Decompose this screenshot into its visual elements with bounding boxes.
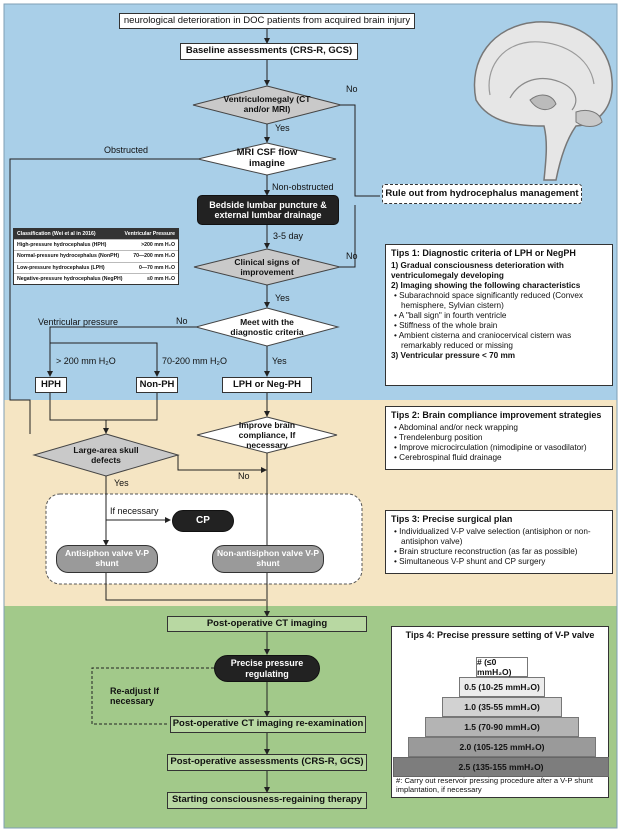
cp-node: CP <box>172 510 234 532</box>
non-antisiphon-shunt-node: Non-antisiphon valve V-P shunt <box>212 545 324 573</box>
tips-1-bullet: Ambient cisterna and craniocervical cist… <box>398 330 572 350</box>
lumbar-drainage-node: Bedside lumbar puncture & external lumba… <box>197 195 339 225</box>
tips-4-note: #: Carry out reservoir pressing procedur… <box>396 776 593 794</box>
edge-label-no-3: No <box>176 316 188 326</box>
edge-label-no-4: No <box>238 471 250 481</box>
ventriculomegaly-decision: Ventriculomegaly (CT and/or MRI) <box>223 94 311 114</box>
edge-label-yes-3: Yes <box>272 356 287 366</box>
tips-1-panel: Tips 1: Diagnostic criteria of LPH or Ne… <box>385 244 613 386</box>
precise-regulating-node: Precise pressure regulating <box>214 655 320 682</box>
edge-label-obstructed: Obstructed <box>104 145 149 155</box>
brain-icon <box>473 21 613 181</box>
start-therapy-node: Starting consciousness-regaining therapy <box>167 792 367 809</box>
table-row: High-pressure hydrocephalus (HPH) >200 mm… <box>14 239 178 250</box>
tips-4-panel: Tips 4: Precise pressure setting of V-P … <box>391 626 609 798</box>
non-ph-node: Non-PH <box>136 377 178 393</box>
post-op-ct-reexam-node: Post-operative CT imaging re-examination <box>170 716 366 733</box>
start-node: neurological deterioration in DOC patien… <box>119 13 415 29</box>
edge-label-gt200: > 200 mm H₂O <box>56 356 116 366</box>
table-cell: 70—200 mm H₂O <box>133 253 175 260</box>
edge-label-yes: Yes <box>275 123 290 133</box>
classification-table: Classification (Wei et al in 2016) Ventri… <box>13 228 179 286</box>
table-header-pressure: Ventricular Pressure <box>124 231 175 237</box>
edge-label-readjust: Re-adjust If necessary <box>110 686 160 707</box>
tips-2-bullet: Trendelenburg position <box>399 432 483 442</box>
post-op-ct-node: Post-operative CT imaging <box>167 616 367 632</box>
antisiphon-shunt-node: Antisiphon valve V-P shunt <box>56 545 158 573</box>
table-cell: ≤0 mm H₂O <box>147 275 175 282</box>
diagnostic-criteria-decision: Meet with the diagnostic criteria <box>230 317 304 337</box>
tips-1-title: Tips 1: Diagnostic criteria of LPH or Ne… <box>391 248 576 258</box>
baseline-assessment-node: Baseline assessments (CRS-R, GCS) <box>180 43 358 60</box>
edge-label-no: No <box>346 84 358 94</box>
table-row: Negative-pressure hydrocephalus (NegPH) ≤… <box>14 272 178 284</box>
table-header-classification: Classification (Wei et al in 2016) <box>17 231 96 237</box>
improve-compliance-decision: Improve brain compliance, If necessary <box>238 420 296 450</box>
table-cell: >200 mm H₂O <box>141 242 175 249</box>
table-cell: 0—70 mm H₂O <box>138 264 175 271</box>
edge-label-yes-4: Yes <box>114 478 129 488</box>
valve-level: 0.5 (10-25 mmH₂O) <box>459 677 545 697</box>
tips-1-bullet: Subarachnoid space significantly reduced… <box>399 290 584 310</box>
table-header: Classification (Wei et al in 2016) Ventri… <box>14 229 178 240</box>
edge-label-no-2: No <box>346 251 358 261</box>
tips-1-point: 2) Imaging showing the following charact… <box>391 280 581 290</box>
tips-2-bullet: Abdominal and/or neck wrapping <box>398 422 518 432</box>
tips-4-title: Tips 4: Precise pressure setting of V-P … <box>405 630 595 640</box>
table-row: Low-pressure hydrocephalus (LPH) 0—70 mm … <box>14 261 178 273</box>
hph-node: HPH <box>35 377 67 393</box>
edge-label-non-obstructed: Non-obstructed <box>272 182 334 192</box>
valve-level: 1.0 (35-55 mmH₂O) <box>442 697 562 717</box>
tips-2-panel: Tips 2: Brain compliance improvement str… <box>385 406 613 470</box>
tips-2-title: Tips 2: Brain compliance improvement str… <box>391 410 602 420</box>
table-cell: Low-pressure hydrocephalus (LPH) <box>17 264 105 271</box>
table-cell: Normal-pressure hydrocephalus (NonPH) <box>17 253 120 260</box>
skull-defects-decision: Large-area skull defects <box>73 445 139 465</box>
edge-label-if-necessary: If necessary <box>110 506 159 516</box>
valve-level: 2.5 (135-155 mmH₂O) <box>393 757 609 777</box>
table-row: Normal-pressure hydrocephalus (NonPH) 70—… <box>14 250 178 261</box>
tips-2-bullet: Cerebrospinal fluid drainage <box>399 452 502 462</box>
tips-3-panel: Tips 3: Precise surgical plan • Individu… <box>385 510 613 574</box>
tips-1-bullet: A "ball sign" in fourth ventricle <box>398 310 507 320</box>
edge-label-yes-2: Yes <box>275 293 290 303</box>
lph-node: LPH or Neg-PH <box>222 377 312 393</box>
table-cell: High-pressure hydrocephalus (HPH) <box>17 242 107 249</box>
post-op-assessment-node: Post-operative assessments (CRS-R, GCS) <box>167 754 367 771</box>
tips-1-bullet: Stiffness of the whole brain <box>399 320 498 330</box>
tips-3-bullet: Individualized V-P valve selection (anti… <box>399 526 591 546</box>
tips-3-title: Tips 3: Precise surgical plan <box>391 514 513 524</box>
valve-level: # (≤0 mmH₂O) <box>476 657 528 677</box>
edge-label-ventricular-pressure: Ventricular pressure <box>38 317 119 327</box>
edge-label-days: 3-5 day <box>273 231 304 241</box>
mri-csf-decision: MRI CSF flow imagine <box>236 147 298 169</box>
tips-1-point: 3) Ventricular pressure < 70 mm <box>391 350 516 360</box>
tips-3-bullet: Brain structure reconstruction (as far a… <box>399 546 578 556</box>
table-cell: Negative-pressure hydrocephalus (NegPH) <box>17 275 123 282</box>
tips-1-point: 1) Gradual consciousness deterioration w… <box>391 260 564 280</box>
clinical-signs-decision: Clinical signs of improvement <box>234 257 300 277</box>
valve-level: 2.0 (105-125 mmH₂O) <box>408 737 596 757</box>
edge-label-70-200: 70-200 mm H₂O <box>162 356 228 366</box>
tips-2-bullet: Improve microcirculation (nimodipine or … <box>399 442 587 452</box>
valve-level: 1.5 (70-90 mmH₂O) <box>425 717 579 737</box>
rule-out-node: Rule out from hydrocephalus management <box>382 184 582 204</box>
tips-3-bullet: Simultaneous V-P shunt and CP surgery <box>399 556 546 566</box>
